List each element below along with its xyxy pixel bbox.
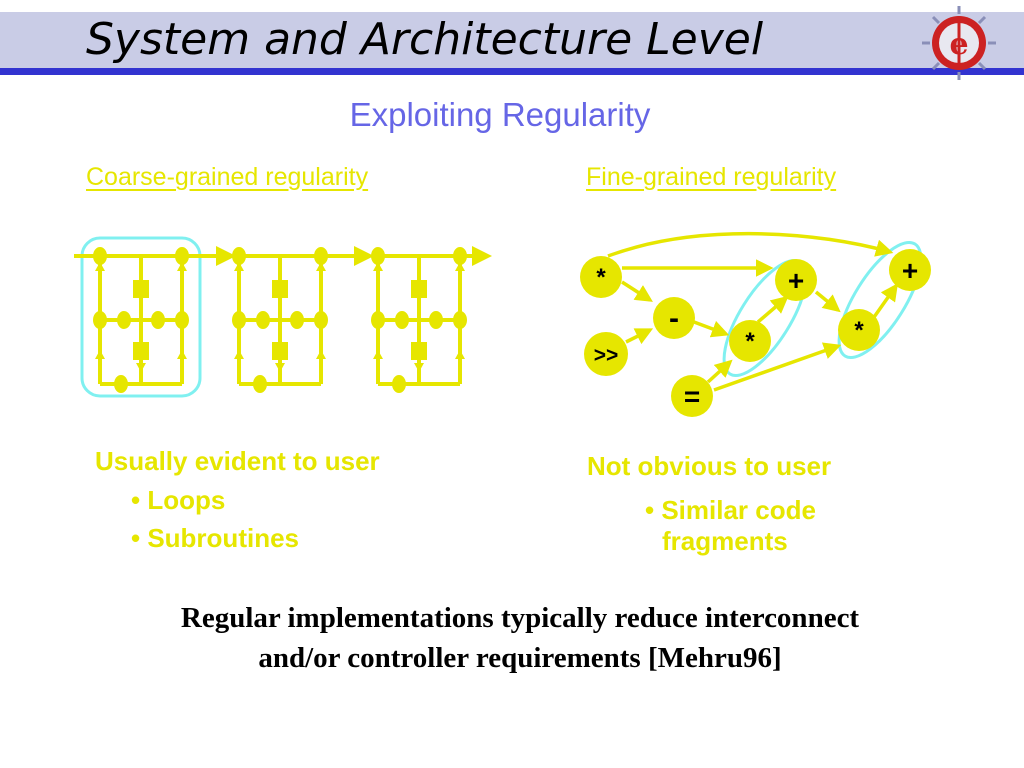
conclusion-line-2: and/or controller requirements [Mehru96] — [258, 642, 782, 674]
block-register — [411, 342, 427, 360]
op-label: = — [684, 381, 700, 412]
edge-mul2-to-plus1 — [756, 295, 789, 324]
edge-eq-to-mul3 — [713, 342, 842, 392]
datapath-block-1 — [93, 247, 189, 393]
edge-plus1-to-mul3 — [814, 290, 841, 313]
block-register — [133, 280, 149, 298]
block-junction — [93, 311, 107, 329]
op-label: * — [596, 264, 606, 291]
block-register — [411, 280, 427, 298]
block-junction — [314, 311, 328, 329]
title-band — [0, 12, 1024, 68]
block-arrowhead — [234, 262, 244, 271]
block-junction — [290, 311, 304, 329]
slide-title: System and Architecture Level — [86, 14, 764, 65]
edge-eq-to-mul2 — [706, 359, 733, 384]
op-label: >> — [594, 344, 619, 367]
datapath-blocks — [93, 247, 467, 393]
operator-nodes: * >> - = + * + — [580, 249, 931, 417]
conclusion-text: Regular implementations typically reduce… — [0, 598, 1024, 678]
op-node-sub: - — [653, 297, 695, 339]
coarse-heading: Coarse-grained regularity — [86, 163, 369, 191]
op-label: * — [854, 317, 864, 344]
block-arrowhead — [414, 363, 424, 372]
coarse-evident-text: Usually evident to user — [95, 446, 380, 476]
dataflow-edges — [607, 232, 899, 392]
university-seal-logo: e — [922, 6, 996, 80]
block-junction — [371, 247, 385, 265]
block-arrowhead — [373, 262, 383, 271]
coarse-bullet-loops: • Loops — [131, 485, 226, 515]
op-node-mul-1: * — [580, 256, 622, 298]
fine-bullet-line2: fragments — [662, 526, 788, 556]
conclusion-line-1: Regular implementations typically reduce… — [180, 602, 860, 634]
block-arrowhead — [373, 350, 383, 359]
fine-heading: Fine-grained regularity — [586, 163, 837, 191]
block-junction — [453, 311, 467, 329]
op-node-eq: = — [671, 375, 713, 417]
block-junction — [151, 311, 165, 329]
block-arrowhead — [177, 350, 187, 359]
fine-bullet-line1: • Similar code — [645, 495, 816, 525]
coarse-bullet-subroutines: • Subroutines — [131, 523, 299, 553]
op-node-shift: >> — [584, 332, 628, 376]
edge-mul-to-sub — [621, 280, 653, 302]
title-rule — [0, 68, 1024, 75]
block-register — [272, 280, 288, 298]
logo-spikes — [922, 6, 996, 80]
block-arrowhead — [136, 363, 146, 372]
block-arrowhead — [455, 262, 465, 271]
op-node-plus-1: + — [775, 259, 817, 301]
block-arrowhead — [95, 262, 105, 271]
block-junction — [453, 247, 467, 265]
highlight-loop-outline — [80, 236, 202, 398]
block-arrowhead — [234, 350, 244, 359]
block-junction — [429, 311, 443, 329]
edge-sub-to-mul2 — [693, 320, 730, 338]
op-label: + — [788, 265, 804, 296]
op-label: * — [745, 328, 755, 355]
block-junction — [117, 311, 131, 329]
block-junction — [314, 247, 328, 265]
block-junction — [253, 375, 267, 393]
block-arrowhead — [316, 262, 326, 271]
op-node-mul-2: * — [729, 320, 771, 362]
block-arrowhead — [275, 363, 285, 372]
op-label: - — [669, 302, 679, 335]
block-junction — [395, 311, 409, 329]
block-junction — [392, 375, 406, 393]
block-junction — [256, 311, 270, 329]
block-arrowhead — [177, 262, 187, 271]
block-junction — [93, 247, 107, 265]
block-arrowhead — [316, 350, 326, 359]
fine-grained-diagram: * >> - = + * + — [580, 232, 931, 417]
block-arrowhead — [95, 350, 105, 359]
block-junction — [371, 311, 385, 329]
block-junction — [114, 375, 128, 393]
block-junction — [175, 247, 189, 265]
block-arrowhead — [455, 350, 465, 359]
datapath-block-2 — [232, 247, 328, 393]
block-junction — [175, 311, 189, 329]
block-junction — [232, 311, 246, 329]
op-label: + — [902, 255, 918, 286]
edge-mul-to-top-plus — [607, 232, 894, 258]
block-junction — [232, 247, 246, 265]
op-node-plus-2: + — [889, 249, 931, 291]
edge-mul3-to-plus2 — [870, 283, 899, 322]
block-register — [133, 342, 149, 360]
datapath-block-3 — [371, 247, 467, 393]
op-node-mul-3: * — [838, 309, 880, 351]
block-register — [272, 342, 288, 360]
fine-evident-text: Not obvious to user — [587, 451, 832, 481]
slide-subtitle: Exploiting Regularity — [349, 96, 651, 133]
edge-shift-to-sub — [625, 328, 654, 345]
